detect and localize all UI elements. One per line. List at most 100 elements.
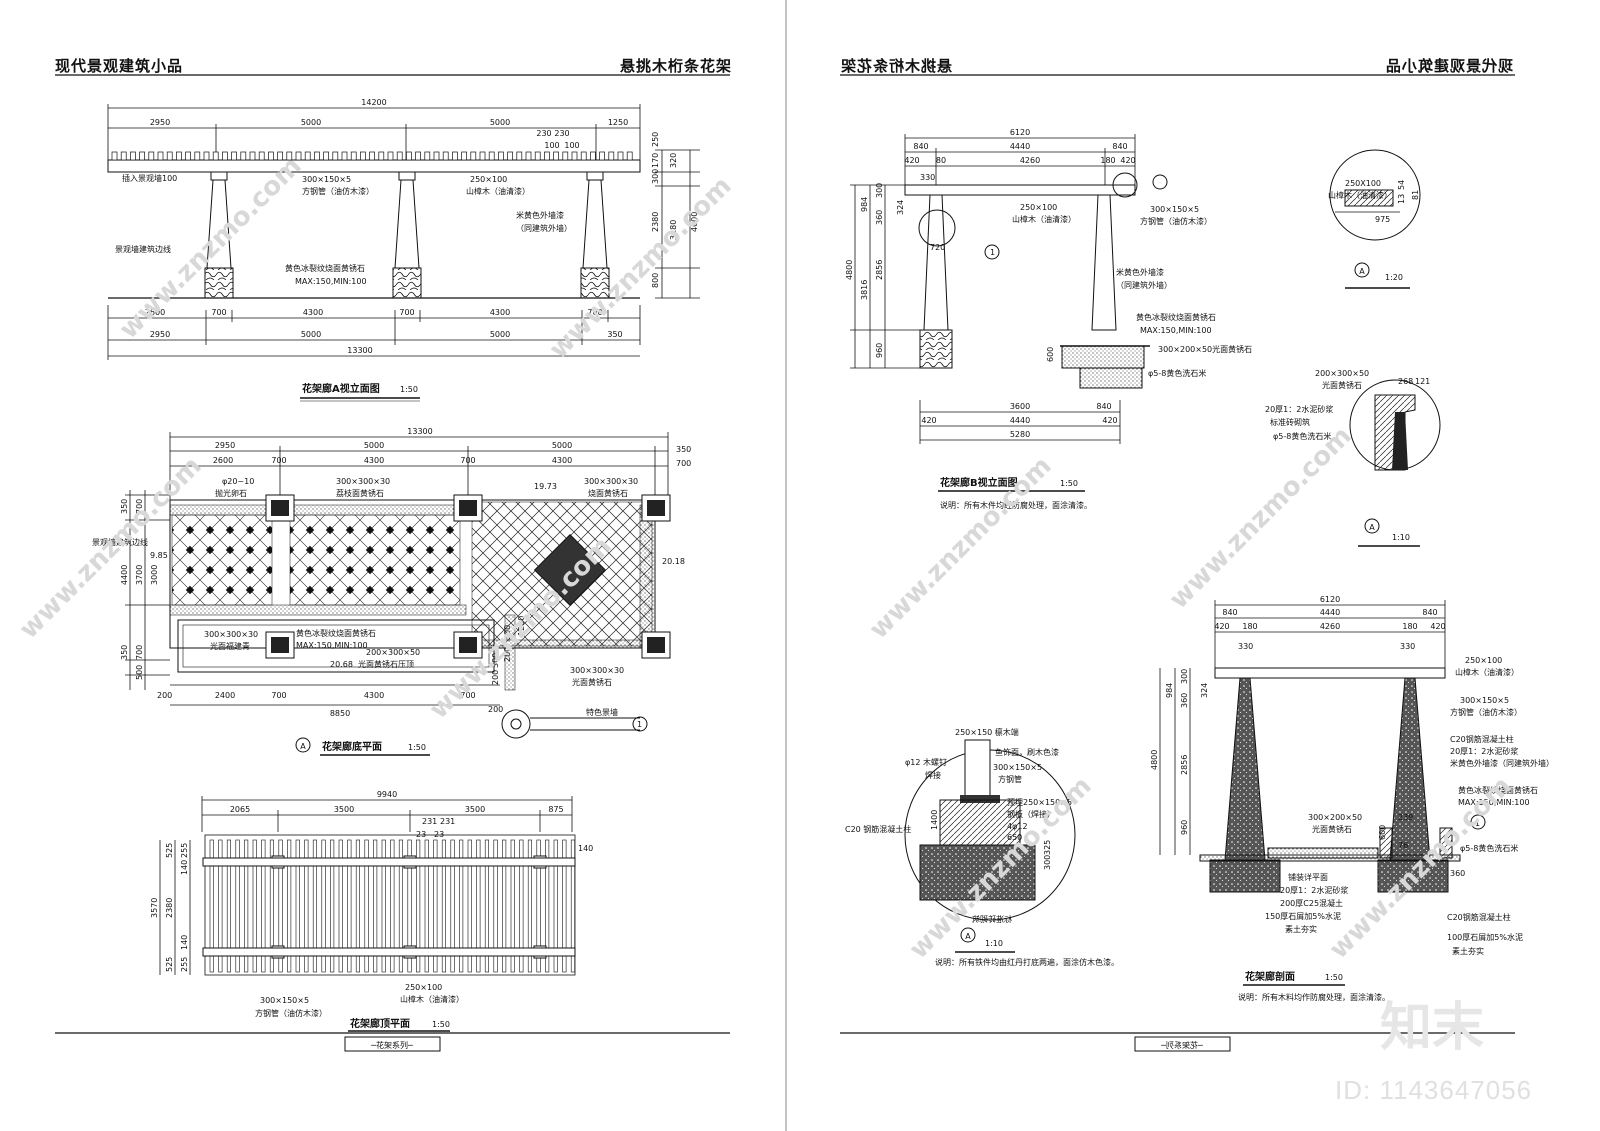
rafter-end — [396, 151, 403, 161]
elev-a-label-0: 插入景观墙100 — [122, 173, 177, 183]
plan-label-23: 300 — [491, 653, 500, 668]
detail-top-label-3: 13 — [1397, 194, 1406, 204]
detail-footing-label-7: 钢板（焊接） — [1007, 809, 1055, 819]
roof-rafter — [338, 839, 343, 973]
plan-dim-2600: 2600 — [213, 456, 233, 465]
elev-b-label-0: 250×100 — [1020, 203, 1057, 212]
roof-rafter — [433, 839, 438, 973]
rafter-end — [498, 151, 504, 161]
detail-top-label-2: 975 — [1375, 215, 1390, 224]
roof-rafter — [278, 839, 283, 973]
section-label-15: 150厚石屑加5%水泥 — [1265, 911, 1341, 921]
roof-rafter — [269, 839, 275, 973]
detail-footing-label-0: 250×150 檩木端 — [955, 727, 1019, 737]
plan-column-bases — [265, 494, 671, 659]
detail-coping-label-5: 标准砖砌筑 — [1270, 417, 1310, 427]
section-label-14: 200厚C25混凝土 — [1280, 898, 1343, 908]
section-label-9: 300×200×50 — [1308, 813, 1362, 822]
plan-dim-700b: 700 — [460, 456, 475, 465]
plan-scale: 1:50 — [408, 743, 426, 752]
rafter-end — [341, 151, 348, 161]
plan-dim-13300: 13300 — [407, 427, 432, 436]
elev-a-dim-100a: 100 — [544, 141, 559, 150]
roof-rafter — [553, 839, 558, 973]
rafter-end — [286, 151, 293, 161]
detail-beam-section: 250X100 山樟木（油清漆） 975 13 54 81 A 1:20 — [1328, 149, 1421, 289]
roof-rafter — [209, 839, 214, 973]
plan-dim-2950: 2950 — [215, 441, 235, 450]
detail-footing-label-11: 1400 — [930, 810, 939, 830]
rafter-end — [176, 151, 182, 161]
elev-a-dim-2950: 2950 — [150, 118, 170, 127]
roof-side-140c: 140 — [578, 844, 593, 853]
elev-b-label-10: 1 — [990, 248, 995, 257]
elev-a-bdim-700c: 700 — [587, 308, 602, 317]
section-note: 说明：所有木料均作防腐处理，面涂清漆。 — [1238, 992, 1390, 1002]
rafter-end — [240, 151, 247, 161]
plan-label-18: 光面黄锈石 — [572, 677, 612, 687]
plan-label-5: 300×300×30 — [584, 477, 638, 486]
detail-top-label-5: 81 — [1411, 190, 1420, 200]
elev-a-label-7: 景观墙建筑边线 — [115, 244, 171, 254]
rafter-end — [626, 151, 633, 161]
elev-b-label-9: φ5-8黄色洗石米 — [1148, 368, 1206, 378]
elev-a-bdim-4300a: 4300 — [303, 308, 323, 317]
rafter-end — [130, 151, 136, 161]
roof-dim-23a: 23 — [416, 830, 426, 839]
section-side-7: 600 — [1378, 825, 1387, 840]
detail-coping-label-0: 200×300×50 — [1315, 369, 1369, 378]
plan-label-2: 300×300×30 — [336, 477, 390, 486]
roof-rafter — [381, 839, 386, 973]
roof-dim-2065: 2065 — [230, 805, 250, 814]
plan-bdim-200b: 200 — [488, 705, 503, 714]
elev-a-side-3180: 3180 — [669, 220, 678, 240]
elev-b-dim-6: 4260 — [1020, 156, 1040, 165]
roof-rafter — [545, 839, 550, 973]
plan-side-700b: 700 — [135, 645, 144, 660]
rafter-end — [314, 151, 320, 161]
elevation-b-scale: 1:50 — [1060, 479, 1078, 488]
plan-label-25: 1 — [637, 720, 642, 729]
roof-label-3: 山樟木（油清漆） — [400, 994, 464, 1004]
column — [580, 171, 610, 299]
roof-dim-231b: 231 — [440, 817, 455, 826]
roof-label-2: 250×100 — [405, 983, 442, 992]
watermark-text-2: www.znzmo.com — [544, 171, 738, 365]
plan-label-19: 特色景墙 — [586, 707, 618, 717]
rafter-end — [369, 151, 375, 161]
elev-a-bdim-2950: 2950 — [150, 330, 170, 339]
right-footer-label: ─花架系列─ — [1161, 1040, 1204, 1050]
rafter-end — [148, 151, 155, 161]
rafter-end — [203, 151, 210, 161]
roof-dim-3500a: 3500 — [334, 805, 354, 814]
plan-label-12: 黄色冰裂纹烧面黄锈石 — [296, 628, 376, 638]
elevation-b-note: 说明：所有木件均经防腐处理，面涂清漆。 — [940, 500, 1092, 510]
rafter-end — [231, 151, 237, 161]
plan-side-3000: 3000 — [150, 565, 159, 585]
rafter-end — [553, 151, 559, 161]
elev-a-bdim-5000a: 5000 — [301, 330, 321, 339]
elev-a-label-9: MAX:150,MIN:100 — [295, 277, 367, 286]
roof-rafter — [398, 839, 404, 973]
elev-b-dim-1: 840 — [913, 142, 928, 151]
elev-b-side-3: 324 — [896, 200, 905, 215]
elev-a-bdim-2600: 2600 — [145, 308, 165, 317]
roof-rafter — [467, 839, 472, 973]
rafter-end — [387, 151, 394, 161]
elev-a-bdim-700a: 700 — [211, 308, 226, 317]
rafter-end — [111, 151, 118, 161]
watermark-text-6: www.znzmo.com — [1164, 421, 1358, 615]
plan-side-4400: 4400 — [120, 565, 129, 585]
rafter-end — [415, 151, 421, 161]
section-label-19: 素土夯实 — [1452, 946, 1484, 956]
detail-top-label-0: 250X100 — [1345, 179, 1381, 188]
rafter-end — [479, 151, 486, 161]
detail-footing: 250×150 檩木端 φ12 木螺钉 焊接 鱼饰面，刷木色漆 300×150×… — [845, 727, 1119, 967]
section-label-4: C20钢筋混凝土柱 — [1450, 734, 1514, 744]
rafter-end — [562, 151, 569, 161]
rafter-end — [507, 151, 513, 161]
roof-rafter — [484, 839, 490, 973]
rafter-end — [525, 151, 532, 161]
section-side-8: 239 — [1398, 813, 1413, 822]
